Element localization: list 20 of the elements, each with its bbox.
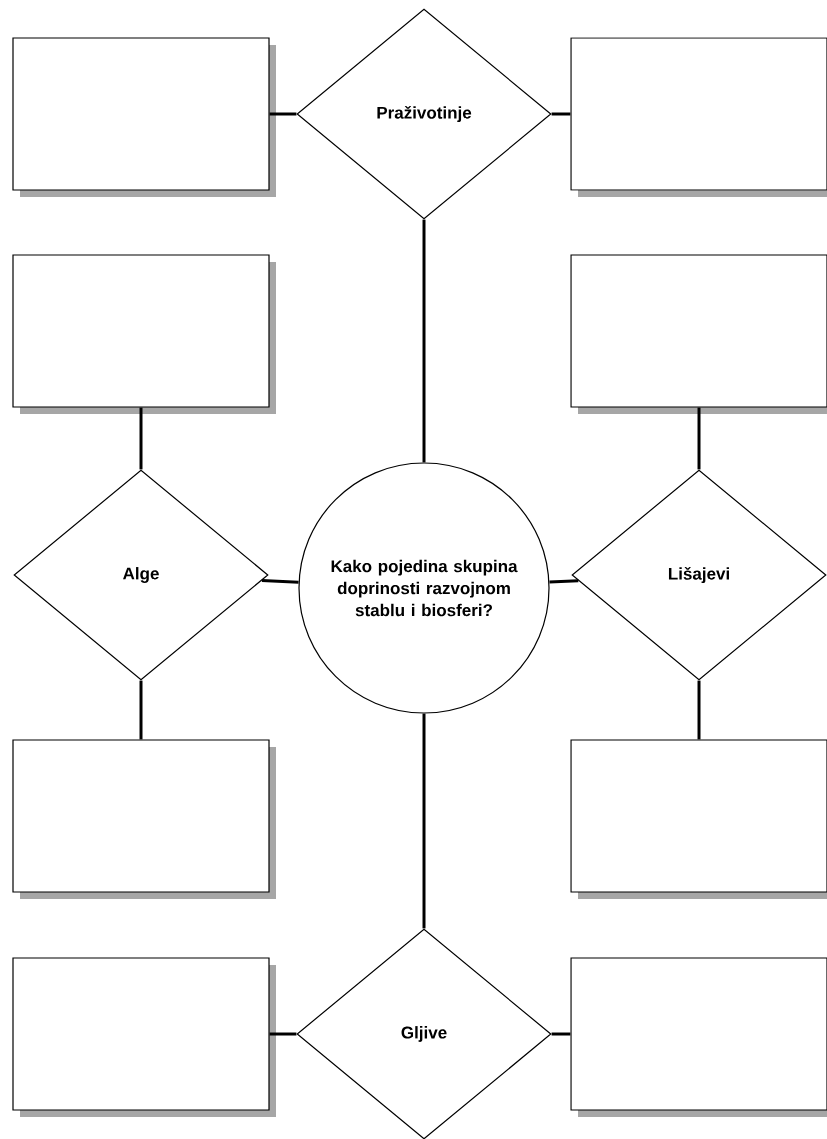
connector-line [269,112,297,116]
connector-line [422,713,426,929]
answer-box [570,254,827,414]
connector-line [551,1032,571,1036]
answer-box [12,957,276,1117]
connector-line [549,579,579,584]
answer-box [570,37,827,197]
connector-line [697,680,701,740]
answer-box [12,254,276,414]
answer-box [12,739,276,899]
connector-line [269,1032,297,1036]
connector-line [697,407,701,470]
connector-line [551,112,571,116]
connector-line [139,680,143,740]
connector-line [139,407,143,470]
connector-line [261,579,299,584]
answer-box [12,37,276,197]
connector-line [422,219,426,463]
answer-box [570,739,827,899]
answer-box [570,957,827,1117]
